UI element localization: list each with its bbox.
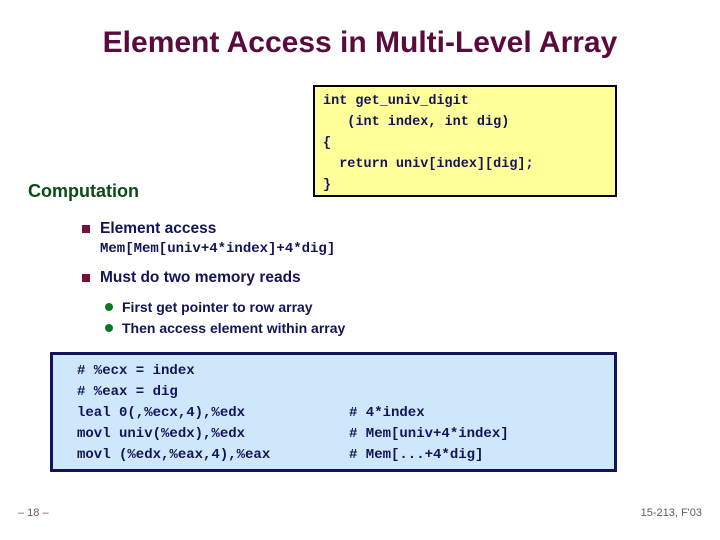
assembly-comment: # 4*index bbox=[349, 405, 425, 421]
assembly-instruction: # %ecx = index bbox=[77, 363, 195, 379]
assembly-line: # %ecx = index bbox=[77, 361, 614, 382]
c-code-line: } bbox=[323, 178, 332, 193]
assembly-instruction: leal 0(,%ecx,4),%edx bbox=[77, 405, 246, 421]
assembly-line: leal 0(,%ecx,4),%edx # 4*index bbox=[77, 403, 614, 424]
sub-list-item-label: First get pointer to row array bbox=[122, 299, 313, 315]
list-item: Must do two memory reads bbox=[82, 268, 301, 287]
c-code-line: int get_univ_digit bbox=[323, 94, 469, 109]
sub-list-item-label: Then access element within array bbox=[122, 320, 346, 336]
c-code-line: (int index, int dig) bbox=[323, 115, 510, 130]
square-bullet-icon bbox=[82, 225, 90, 233]
square-bullet-icon bbox=[82, 274, 90, 282]
assembly-comment: # Mem[univ+4*index] bbox=[349, 426, 509, 442]
assembly-line: movl univ(%edx),%edx # Mem[univ+4*index] bbox=[77, 424, 614, 445]
course-label: 15-213, F'03 bbox=[640, 507, 702, 519]
list-item: Element access bbox=[82, 219, 216, 238]
section-heading-computation: Computation bbox=[28, 181, 139, 201]
dot-bullet-icon bbox=[105, 303, 113, 311]
assembly-line: # %eax = dig bbox=[77, 382, 614, 403]
c-code-box: int get_univ_digit (int index, int dig) … bbox=[313, 85, 617, 197]
assembly-instruction: # %eax = dig bbox=[77, 384, 178, 400]
list-item-label: Element access bbox=[100, 220, 217, 237]
sub-list-item: Then access element within array bbox=[105, 319, 345, 337]
assembly-instruction: movl (%edx,%eax,4),%eax bbox=[77, 447, 271, 463]
element-access-formula: Mem[Mem[univ+4*index]+4*dig] bbox=[100, 241, 336, 257]
slide-number: – 18 – bbox=[18, 507, 49, 519]
assembly-line: movl (%edx,%eax,4),%eax # Mem[...+4*dig] bbox=[77, 445, 614, 466]
assembly-comment: # Mem[...+4*dig] bbox=[349, 447, 484, 463]
dot-bullet-icon bbox=[105, 324, 113, 332]
c-code-line: return univ[index][dig]; bbox=[323, 157, 534, 172]
sub-list-item: First get pointer to row array bbox=[105, 298, 313, 316]
page-title: Element Access in Multi-Level Array bbox=[102, 26, 618, 59]
c-code-line: { bbox=[323, 136, 332, 151]
list-item-label: Must do two memory reads bbox=[100, 269, 301, 286]
assembly-code-box: # %ecx = index # %eax = dig leal 0(,%ecx… bbox=[50, 352, 617, 472]
assembly-instruction: movl univ(%edx),%edx bbox=[77, 426, 246, 442]
